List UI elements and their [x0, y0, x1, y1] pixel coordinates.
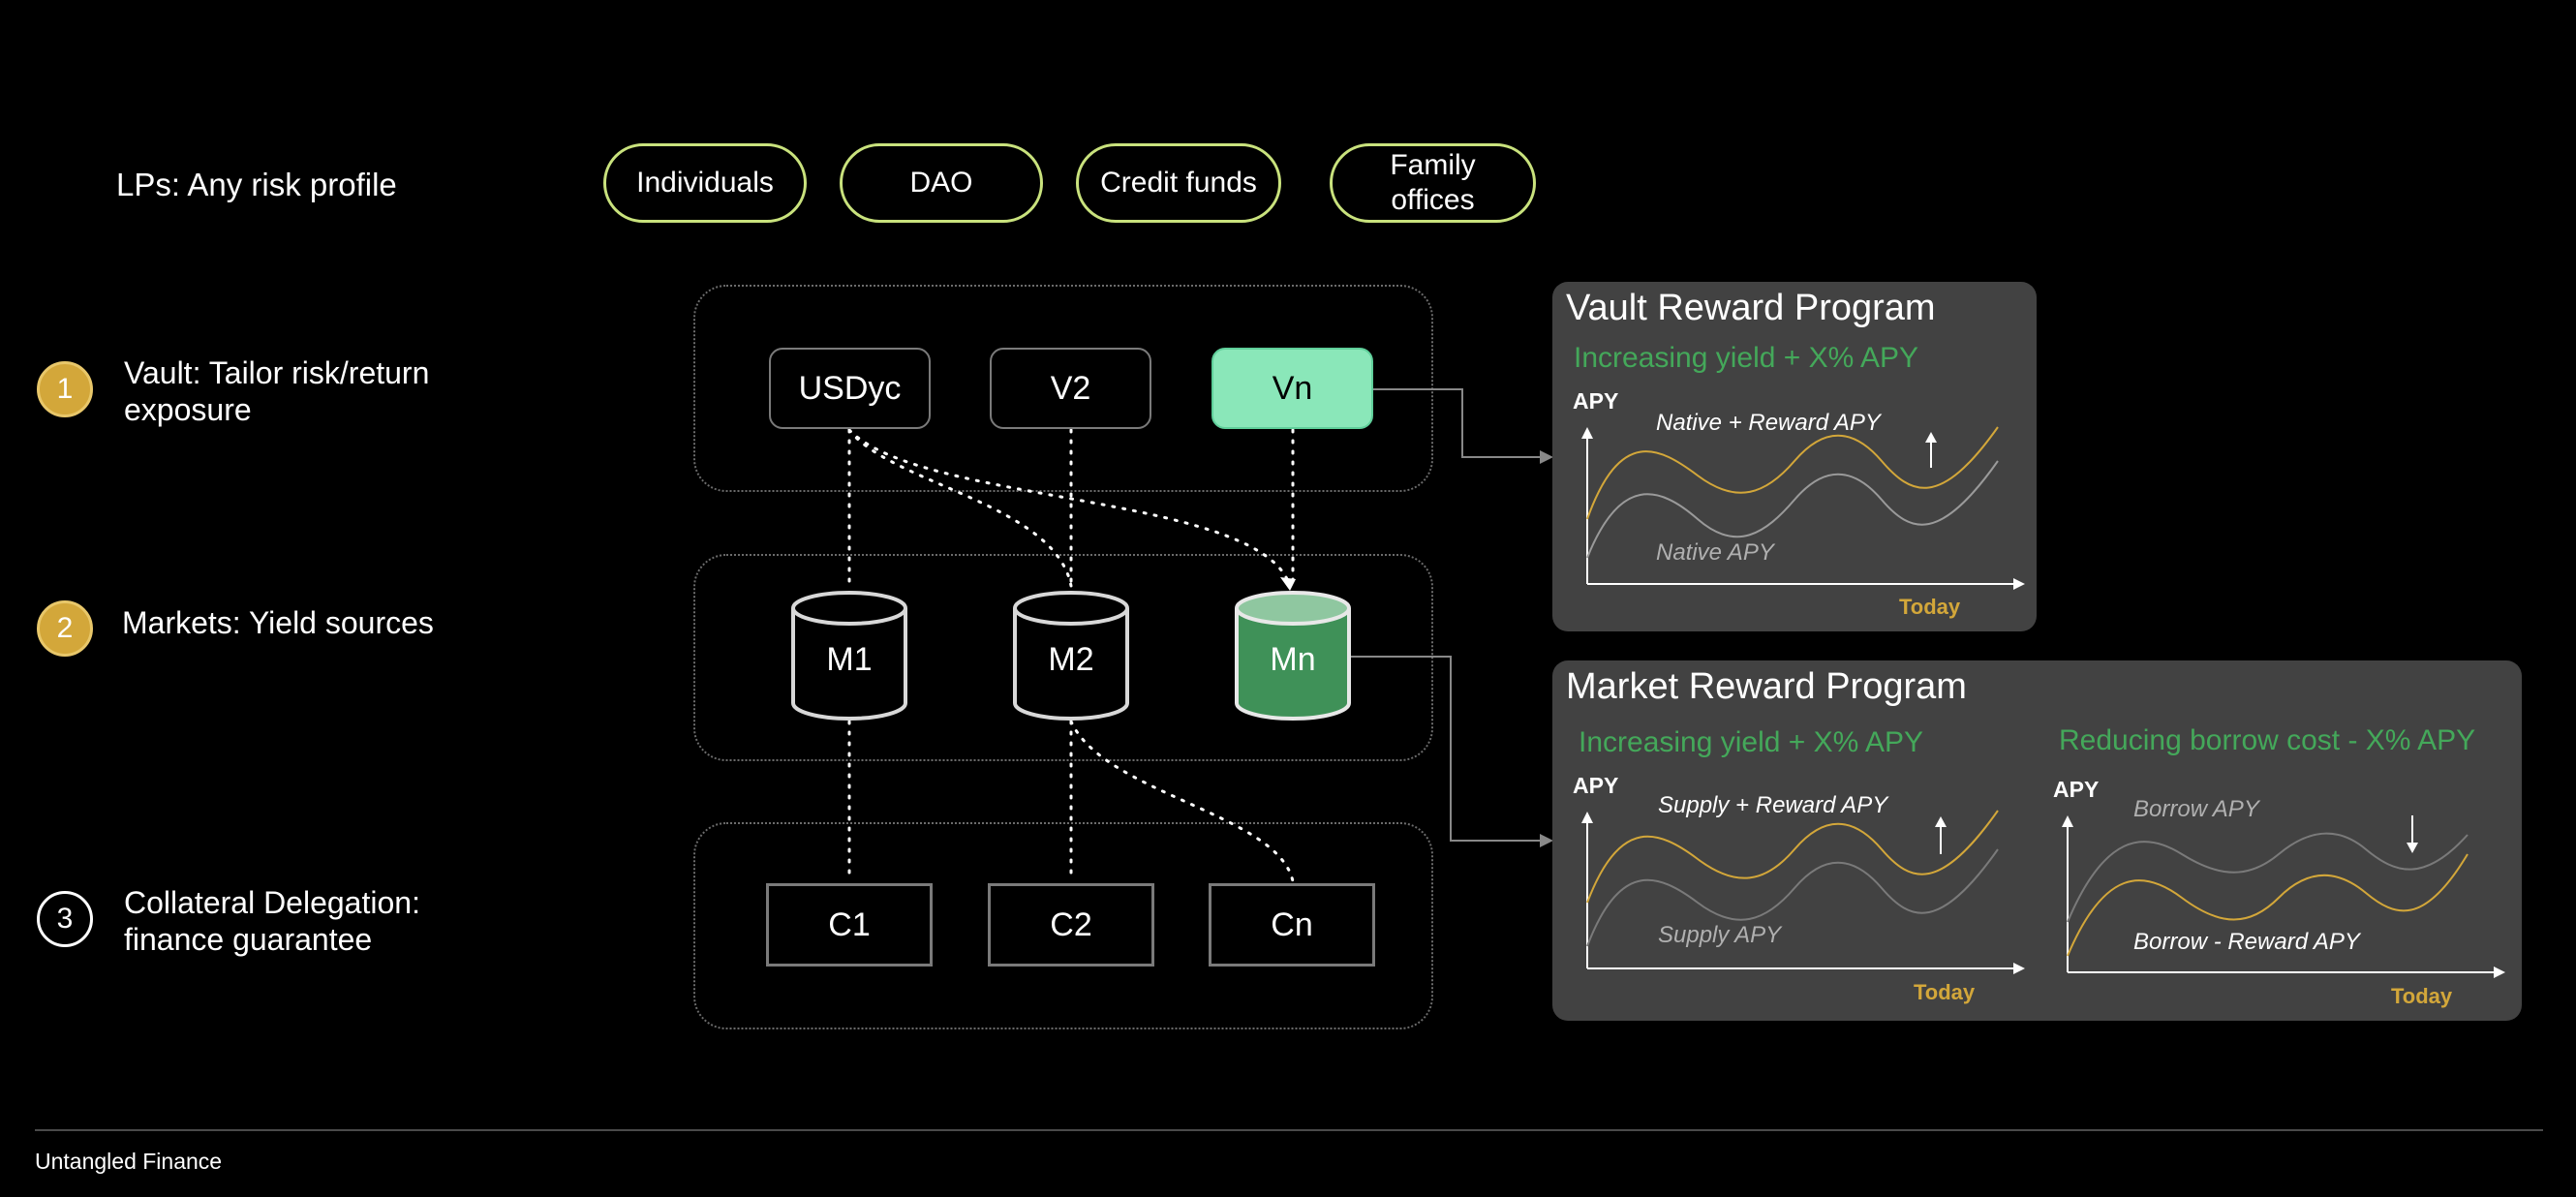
market-supply-top-curve-label: Supply + Reward APY: [1658, 792, 1888, 818]
market-borrow-today-marker: Today: [2391, 984, 2453, 1008]
vault-reward-subtitle: Increasing yield + X% APY: [1574, 342, 1919, 374]
step-1-label: Vault: Tailor risk/return exposure: [124, 355, 430, 427]
market-borrow-top-curve-label: Borrow APY: [2133, 796, 2259, 822]
pill-individuals: Individuals: [603, 143, 807, 223]
market-m2-label: M2: [1048, 641, 1094, 678]
market-borrow-plot: [2062, 815, 2505, 978]
step-2-label: Markets: Yield sources: [122, 605, 434, 640]
vault-reward-panel: Vault Reward Program Increasing yield + …: [1552, 282, 2037, 631]
market-mn-label: Mn: [1270, 641, 1316, 678]
market-mn-cylinder: [1235, 591, 1351, 721]
collateral-c1: C1: [766, 883, 933, 967]
vault-reward-y-axis: APY: [1573, 388, 1619, 414]
vault-reward-plot: [1581, 426, 2025, 590]
collateral-cn: Cn: [1209, 883, 1375, 967]
market-borrow-subtitle: Reducing borrow cost - X% APY: [2059, 724, 2476, 756]
pill-dao: DAO: [840, 143, 1043, 223]
vault-vn: Vn: [1211, 348, 1373, 429]
vault-usdyc: USDyc: [769, 348, 931, 429]
market-borrow-y-axis: APY: [2053, 777, 2100, 802]
lps-title: LPs: Any risk profile: [116, 167, 397, 202]
market-supply-bottom-curve-label: Supply APY: [1658, 922, 1782, 948]
step-1-badge: 1: [37, 361, 93, 417]
market-supply-today-marker: Today: [1914, 980, 1976, 1004]
market-supply-plot: [1581, 810, 2025, 974]
vault-reward-bottom-curve-label: Native APY: [1656, 539, 1774, 566]
footer-brand: Untangled Finance: [35, 1149, 223, 1174]
footer-divider: [35, 1129, 2543, 1131]
step-3-badge: 3: [37, 891, 93, 947]
collateral-layer-group: [693, 822, 1433, 1029]
collateral-c2: C2: [988, 883, 1154, 967]
vault-reward-top-curve-label: Native + Reward APY: [1656, 410, 1881, 436]
market-m2-cylinder: [1013, 591, 1129, 721]
vault-v2: V2: [990, 348, 1151, 429]
market-m1-label: M1: [826, 641, 873, 678]
market-supply-y-axis: APY: [1573, 773, 1619, 798]
market-reward-panel: Market Reward Program Increasing yield +…: [1552, 660, 2522, 1021]
vault-reward-title: Vault Reward Program: [1566, 288, 1936, 328]
pill-credit-funds: Credit funds: [1076, 143, 1281, 223]
step-3-label: Collateral Delegation: finance guarantee: [124, 885, 420, 957]
step-2-badge: 2: [37, 600, 93, 657]
pill-family-offices: Family offices: [1330, 143, 1536, 223]
market-m1-cylinder: [791, 591, 907, 721]
vault-reward-today-marker: Today: [1899, 595, 1961, 619]
market-supply-subtitle: Increasing yield + X% APY: [1579, 726, 1924, 758]
market-reward-title: Market Reward Program: [1566, 666, 1967, 707]
market-borrow-bottom-curve-label: Borrow - Reward APY: [2133, 929, 2360, 955]
